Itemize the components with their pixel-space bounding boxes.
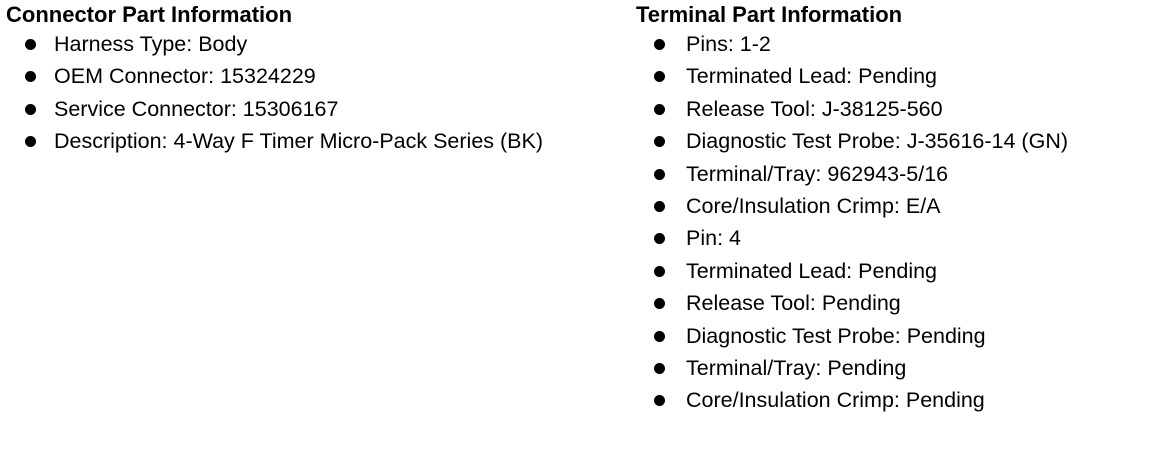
bullet-icon [654,200,665,212]
bullet-icon [25,39,36,50]
terminal-tray: Terminal/Tray: 962943-5/16 [686,161,949,186]
list-item: Terminated Lead: Pending [636,60,1146,92]
connector-part-heading: Connector Part Information [6,2,293,27]
list-item: Terminated Lead: Pending [636,255,1146,287]
bullet-icon [25,71,36,83]
terminated-lead: Terminated Lead: Pending [686,258,938,283]
diagnostic-test-probe: Diagnostic Test Probe: Pending [686,323,986,348]
bullet-icon [654,265,665,277]
list-item: Service Connector: 15306167 [6,93,626,125]
pin: Pin: 4 [686,226,741,251]
terminal-part-section: Terminal Part Information Pins: 1-2 Term… [636,0,1146,417]
harness-type: Harness Type: Body [54,32,248,56]
bullet-icon [654,71,665,83]
description: Description: 4-Way F Timer Micro-Pack Se… [54,129,544,154]
list-item: Terminal/Tray: 962943-5/16 [636,158,1146,190]
terminal-part-heading: Terminal Part Information [636,2,903,27]
core-insulation-crimp: Core/Insulation Crimp: Pending [686,388,985,413]
pins: Pins: 1-2 [686,32,771,56]
list-item: Release Tool: J-38125-560 [636,93,1146,125]
terminal-group-pins-1-2: Pins: 1-2 Terminated Lead: Pending Relea… [636,28,1146,222]
list-item: OEM Connector: 15324229 [6,60,626,92]
bullet-icon [654,395,665,407]
service-connector: Service Connector: 15306167 [54,96,339,121]
core-insulation-crimp: Core/Insulation Crimp: E/A [686,193,941,218]
list-item: Release Tool: Pending [636,287,1146,319]
list-item: Diagnostic Test Probe: J-35616-14 (GN) [636,125,1146,157]
bullet-icon [654,298,665,310]
list-item: Core/Insulation Crimp: E/A [636,190,1146,222]
bullet-icon [654,136,665,148]
list-item: Harness Type: Body [6,28,626,60]
bullet-icon [654,233,665,245]
list-item: Diagnostic Test Probe: Pending [636,320,1146,352]
release-tool: Release Tool: J-38125-560 [686,96,943,121]
oem-connector: OEM Connector: 15324229 [54,64,316,89]
list-item: Description: 4-Way F Timer Micro-Pack Se… [6,125,626,157]
diagnostic-test-probe: Diagnostic Test Probe: J-35616-14 (GN) [686,129,1069,154]
connector-part-section: Connector Part Information Harness Type:… [6,0,626,158]
release-tool: Release Tool: Pending [686,291,901,316]
bullet-icon [25,136,36,148]
list-item: Terminal/Tray: Pending [636,352,1146,384]
list-item: Core/Insulation Crimp: Pending [636,384,1146,416]
list-item: Pins: 1-2 [636,28,1146,60]
bullet-icon [654,168,665,180]
terminal-group-pin-4: Pin: 4 Terminated Lead: Pending Release … [636,222,1146,416]
terminated-lead: Terminated Lead: Pending [686,64,938,89]
terminal-tray: Terminal/Tray: Pending [686,355,907,380]
bullet-icon [654,330,665,342]
connector-part-list: Harness Type: Body OEM Connector: 153242… [6,28,626,158]
bullet-icon [25,103,36,115]
bullet-icon [654,39,665,50]
bullet-icon [654,103,665,115]
list-item: Pin: 4 [636,222,1146,254]
bullet-icon [654,362,665,374]
